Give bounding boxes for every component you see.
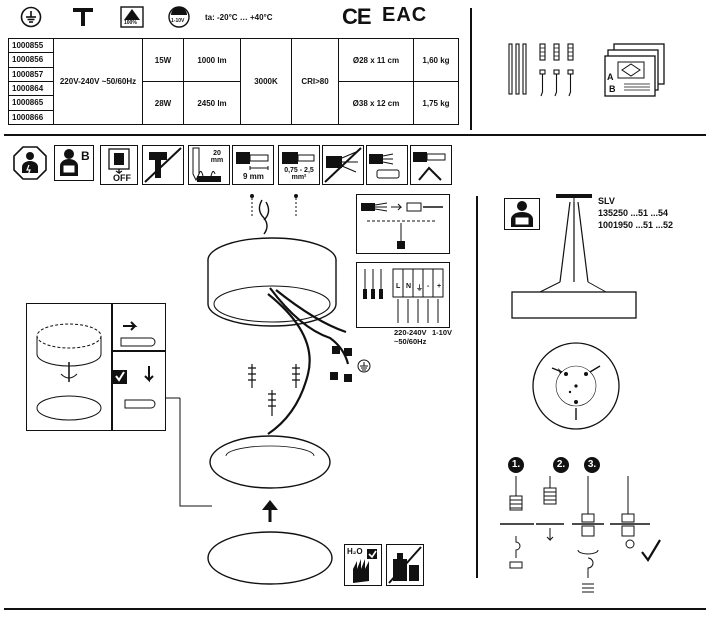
pendant-article-2: 1001950 ...51 ...52 (598, 220, 674, 230)
weight-cell: 1,60 kg (413, 38, 459, 82)
section-divider (4, 134, 706, 136)
ce-mark: CE (342, 4, 372, 29)
dim-label: 1-10V (432, 328, 453, 337)
terminal-plus: + (437, 283, 442, 290)
mounting-hardware-icon (508, 43, 574, 97)
strip-length-icon: 9 mm (232, 145, 274, 185)
pendant-brand: SLV (598, 196, 615, 206)
lumen-cell: 2450 lm (183, 81, 241, 125)
step-3-badge: 3. (584, 457, 600, 473)
power-cell: 28W (142, 81, 184, 125)
pendant-manual-icon (504, 198, 540, 230)
article-number: 1000855 (8, 37, 54, 54)
weight-cell: 1,75 kg (413, 81, 459, 125)
header-icons: 100% 1-10V ta: -20°C … +40°C (20, 6, 300, 30)
wire-section-icon: 0,75 - 2,5 mm² (278, 145, 320, 185)
article-number: 1000857 (8, 66, 54, 83)
pendant-article-1: 135250 ...51 ...54 (598, 208, 669, 218)
ceiling-mount-icon (73, 8, 93, 26)
step-3-number: 3. (587, 459, 597, 470)
mains-label: 220-240V ~50/60Hz (394, 328, 427, 346)
ferrule-icon (366, 145, 408, 185)
diffuser-detail-panel (26, 303, 166, 431)
terminal-minus: - (427, 283, 430, 290)
bottom-border (4, 608, 706, 610)
lumen-icon-text: 100% (124, 20, 137, 26)
no-stranded-wire-icon (322, 145, 364, 185)
terminal-l: L (396, 283, 401, 290)
eac-mark: EAC (382, 4, 428, 26)
power-cell: 15W (142, 38, 184, 82)
drill-depth-icon: 20 mm (188, 145, 230, 185)
water-clean-icon: H₂O (344, 544, 382, 586)
voltage-cell: 220V-240V ~50/60Hz (53, 38, 143, 125)
step-1-number: 1. (511, 459, 521, 470)
sheet-label-a: A (607, 72, 614, 82)
strip-length-label: 9 mm (243, 172, 264, 181)
pendant-drawing (511, 194, 637, 319)
step-1-badge: 1. (508, 457, 524, 473)
size-cell: Ø38 x 12 cm (338, 81, 414, 125)
electrician-warning-icon (13, 146, 47, 180)
manual-b-label: B (81, 149, 90, 163)
terminal-block-detail: L N ⏚ - + (356, 262, 450, 328)
suspension-steps-drawing (500, 476, 661, 593)
lumen-maintenance-icon (120, 6, 144, 28)
article-number: 1000865 (8, 95, 54, 111)
protection-class-icon (20, 6, 42, 28)
lumen-cell: 1000 lm (183, 38, 241, 82)
power-off-icon: OFF (100, 145, 138, 185)
step-2-number: 2. (556, 459, 566, 470)
manual-sheets-icon (604, 43, 665, 97)
sheet-label-b: B (609, 84, 616, 94)
step-2-badge: 2. (553, 457, 569, 473)
power-off-label: OFF (113, 173, 131, 183)
ambient-temperature: ta: -20°C … +40°C (205, 13, 273, 22)
spec-table: 1000855 220V-240V ~50/60Hz 15W 1000 lm 3… (8, 37, 459, 126)
dimmable-icon (168, 6, 190, 28)
cct-cell: 3000K (240, 38, 292, 125)
pendant-top-view (532, 342, 620, 430)
header-divider (470, 8, 472, 130)
no-power-tool-icon (142, 145, 184, 185)
dimming-icon-text: 1-10V (171, 18, 185, 24)
assembly-drawing (164, 194, 371, 585)
read-manual-icon: B (54, 145, 94, 181)
drill-depth-label: 20 mm (210, 150, 224, 164)
article-number: 1000864 (8, 80, 54, 97)
article-number: 1000856 (8, 52, 54, 68)
cri-cell: CRI>80 (291, 38, 339, 125)
wire-section-label: 0,75 - 2,5 mm² (284, 167, 314, 181)
terminal-earth: ⏚ (416, 285, 423, 292)
size-cell: Ø28 x 11 cm (338, 38, 414, 82)
no-solvent-icon (386, 544, 424, 586)
h2o-label: H₂O (347, 547, 363, 556)
crimp-tool-icon (410, 145, 452, 185)
wire-prep-detail (356, 194, 450, 254)
article-number: 1000866 (8, 109, 54, 126)
main-divider (476, 196, 478, 578)
terminal-n: N (406, 283, 412, 290)
